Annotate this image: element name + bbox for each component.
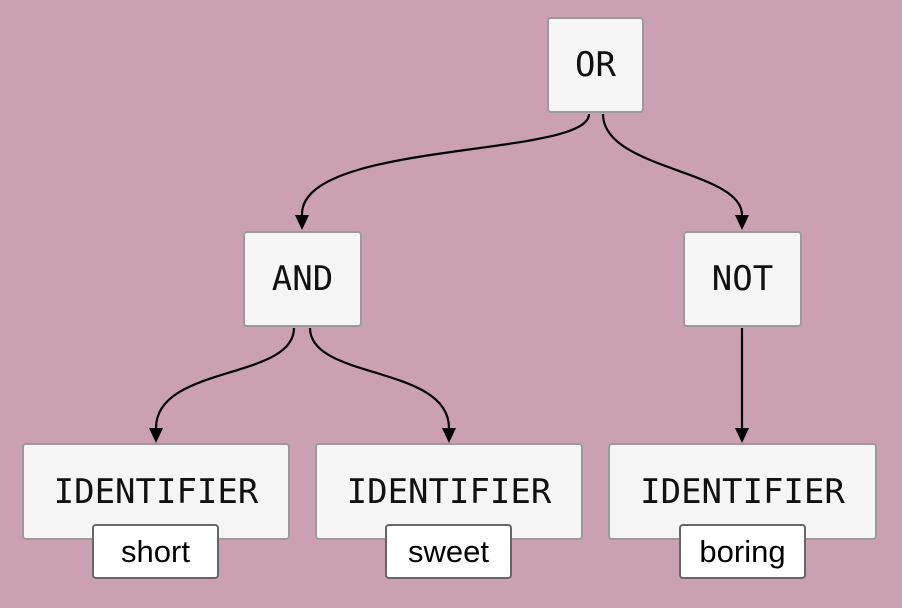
node-or: OR — [547, 17, 644, 113]
edge-and-short — [154, 327, 296, 429]
value-tag-boring-text: boring — [699, 533, 786, 569]
node-identifier-boring-label: IDENTIFIER — [640, 471, 845, 512]
node-identifier-boring: IDENTIFIER — [608, 443, 877, 540]
node-not-label: NOT — [711, 259, 774, 299]
value-tag-sweet: sweet — [385, 524, 512, 579]
edge-or-not — [601, 113, 744, 216]
node-and: AND — [243, 231, 362, 327]
node-not: NOT — [683, 231, 802, 327]
node-or-label: OR — [575, 45, 616, 85]
node-identifier-sweet-label: IDENTIFIER — [346, 471, 552, 512]
node-identifier-sweet: IDENTIFIER — [315, 443, 583, 540]
arrowhead-and-sweet — [442, 428, 456, 443]
arrowhead-not-boring — [735, 428, 749, 443]
value-tag-short-text: short — [121, 533, 190, 569]
value-tag-short: short — [92, 524, 219, 579]
edge-or-and — [300, 113, 591, 216]
arrowhead-or-not — [735, 215, 749, 230]
value-tag-boring: boring — [679, 524, 806, 579]
value-tag-sweet-text: sweet — [408, 533, 489, 569]
arrowhead-or-and — [295, 215, 309, 230]
arrowhead-and-short — [149, 428, 163, 443]
node-identifier-short-label: IDENTIFIER — [53, 471, 259, 512]
node-and-label: AND — [271, 259, 334, 299]
edge-and-sweet — [308, 327, 451, 429]
